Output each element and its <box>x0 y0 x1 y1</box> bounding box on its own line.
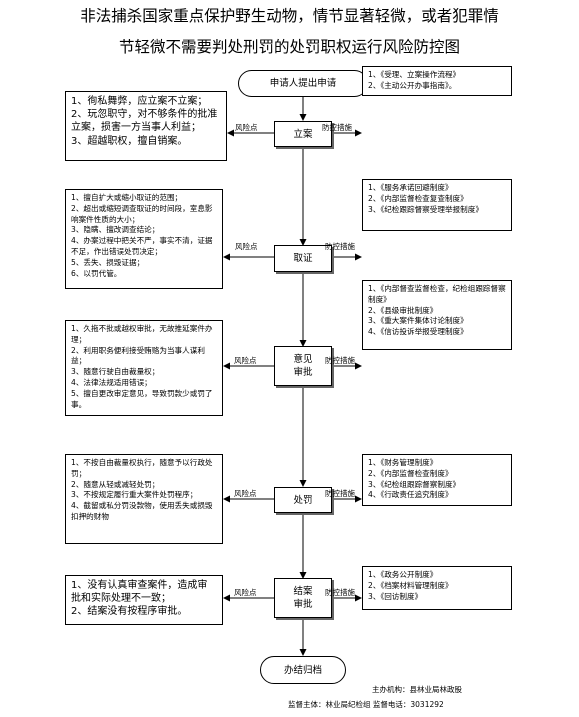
step-node-2-label: 取证 <box>293 253 313 264</box>
control-5-item-1: 1、《政务公开制度》 <box>368 570 438 579</box>
control-2-item-2: 2、《内部监督检查复查制度》 <box>368 193 468 203</box>
control-label-2: 防控措施 <box>325 242 355 251</box>
control-1-item-2: 2、《主动公开办事指南》。 <box>368 80 457 90</box>
risk-2-item-5: 5、丢失、损毁证据； <box>71 257 145 267</box>
risk-label-5: 风险点 <box>234 588 257 597</box>
control-2-item-3: 3、《纪检跟踪督察受理举报制度》 <box>368 204 483 214</box>
control-5-item-2: 2、《档案材料管理制度》 <box>368 580 453 590</box>
step-node-5-label-1: 结案 <box>293 586 313 597</box>
risk-2-item-1: 1、擅自扩大或缩小取证的范围； <box>71 193 183 202</box>
control-label-4: 防控措施 <box>325 489 355 498</box>
end-node-label: 办结归档 <box>283 664 322 676</box>
risk-3-item-1: 1、久拖不批或越权审批，无故推延案件办理； <box>71 324 213 344</box>
risk-2-item-3: 3、隐瞒、擅改调查结论； <box>71 225 160 235</box>
risk-1-item-3: 3、超越职权，擅自销案。 <box>71 135 188 147</box>
control-box-1: 1、《受理、立案操作流程》 2、《主动公开办事指南》。 <box>362 66 512 96</box>
step-node-5: 结案 审批 <box>274 578 332 618</box>
step-node-1: 立案 <box>274 121 332 147</box>
risk-4-item-3: 3、不按规定履行重大案件处罚程序； <box>71 490 198 500</box>
control-4-item-1: 1、《财务管理制度》 <box>368 458 438 467</box>
control-box-4: 1、《财务管理制度》 2、《内部监督检查制度》 3、《纪检组跟踪督察制度》 4、… <box>362 454 512 506</box>
control-4-item-2: 2、《内部监督检查制度》 <box>368 468 453 478</box>
risk-label-4: 风险点 <box>234 489 257 498</box>
start-node: 申请人提出申请 <box>238 70 368 97</box>
footer-organizer: 主办机构：县林业局林政股 <box>372 685 462 694</box>
control-label-1: 防控措施 <box>322 123 352 132</box>
risk-3-item-2: 2、利用职务便利接受贿赂为当事人谋利益； <box>71 345 205 366</box>
control-2-item-1: 1、《服务承诺回避制度》 <box>368 183 453 192</box>
risk-2-item-6: 6、以罚代管。 <box>71 268 122 278</box>
control-box-3: 1、《内部督查监督检查，纪检组跟踪督察制度》 2、《县级审批制度》 3、《重大案… <box>362 280 512 350</box>
control-box-2: 1、《服务承诺回避制度》 2、《内部监督检查复查制度》 3、《纪检跟踪督察受理举… <box>362 179 512 231</box>
risk-5-item-1: 1、没有认真审查案件，造成审批和实际处理不一致； <box>71 580 208 605</box>
risk-3-item-4: 4、法律法规适用错误； <box>71 377 152 387</box>
risk-box-3: 1、久拖不批或越权审批，无故推延案件办理； 2、利用职务便利接受贿赂为当事人谋利… <box>65 320 223 416</box>
step-node-2: 取证 <box>274 245 332 272</box>
control-4-item-4: 4、《行政责任追究制度》 <box>368 490 453 500</box>
step-node-3-label-1: 意见 <box>293 354 313 365</box>
risk-1-item-2: 2、玩忽职守，对不够条件的批准立案，损害一方当事人利益； <box>71 109 218 134</box>
control-5-item-3: 3、《回访制度》 <box>368 591 423 601</box>
step-node-4: 处罚 <box>274 487 332 513</box>
control-box-5: 1、《政务公开制度》 2、《档案材料管理制度》 3、《回访制度》 <box>362 566 512 610</box>
title-line-1: 非法捕杀国家重点保护野生动物，情节显著轻微，或者犯罪情 <box>80 7 499 25</box>
step-node-3-label-2: 审批 <box>293 367 313 378</box>
control-3-item-3: 3、《重大案件集体讨论制度》 <box>368 316 468 326</box>
risk-4-item-1: 1、不按自由裁量权执行，随意予以行政处罚； <box>71 458 213 478</box>
step-node-3: 意见 审批 <box>274 346 332 386</box>
step-node-1-label: 立案 <box>293 128 313 140</box>
control-label-3: 防控措施 <box>325 356 355 365</box>
end-node: 办结归档 <box>260 656 346 684</box>
risk-3-item-3: 3、随意行驶自由裁量权； <box>71 367 160 377</box>
risk-4-item-4: 4、截留或私分罚没款物，使用丢失或损毁扣押的财物 <box>71 501 213 521</box>
control-3-item-1: 1、《内部督查监督检查，纪检组跟踪督察制度》 <box>368 284 506 304</box>
title-line-2: 节轻微不需要判处刑罚的处罚职权运行风险防控图 <box>118 38 460 56</box>
risk-label-1: 风险点 <box>235 123 258 132</box>
control-label-5: 防控措施 <box>325 588 355 597</box>
risk-box-2: 1、擅自扩大或缩小取证的范围； 2、超出或缩短调查取证的时间段，室息影响案件性质… <box>65 189 223 289</box>
risk-5-item-2: 2、结案没有按程序审批。 <box>71 606 188 618</box>
control-3-item-2: 2、《县级审批制度》 <box>368 305 438 315</box>
risk-4-item-2: 2、随意从轻或减轻处罚； <box>71 479 160 489</box>
risk-label-3: 风险点 <box>234 356 257 365</box>
risk-3-item-5: 5、擅自更改审定意见，导致罚款少或罚了事。 <box>71 388 213 409</box>
start-node-label: 申请人提出申请 <box>269 78 337 89</box>
step-node-5-label-2: 审批 <box>293 599 313 610</box>
risk-2-item-2: 2、超出或缩短调查取证的时间段，室息影响案件性质的大小； <box>71 203 213 224</box>
step-node-4-label: 处罚 <box>293 494 313 506</box>
risk-2-item-4: 4、办案过程中把关不严，事实不清，证据不足，作出错误处罚决定； <box>71 236 213 256</box>
risk-label-2: 风险点 <box>235 242 258 251</box>
risk-box-1: 1、徇私舞弊，应立案不立案； 2、玩忽职守，对不够条件的批准立案，损害一方当事人… <box>65 91 227 161</box>
footer-supervision: 监督主体：林业局纪检组 监督电话：3031292 <box>288 700 444 709</box>
control-4-item-3: 3、《纪检组跟踪督察制度》 <box>368 479 461 489</box>
risk-box-4: 1、不按自由裁量权执行，随意予以行政处罚； 2、随意从轻或减轻处罚； 3、不按规… <box>65 454 223 544</box>
control-3-item-4: 4、《信访投诉举报受理制度》 <box>368 327 468 337</box>
risk-1-item-1: 1、徇私舞弊，应立案不立案； <box>71 96 208 107</box>
risk-box-5: 1、没有认真审查案件，造成审批和实际处理不一致； 2、结案没有按程序审批。 <box>65 575 223 625</box>
control-1-item-1: 1、《受理、立案操作流程》 <box>368 70 461 79</box>
